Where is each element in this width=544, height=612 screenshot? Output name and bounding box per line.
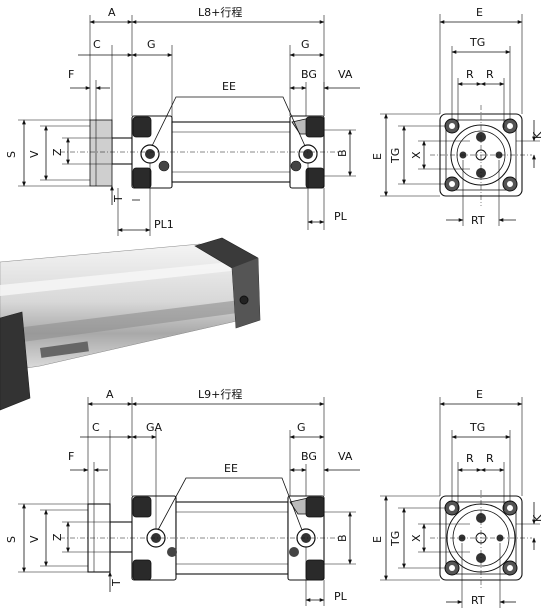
end-dim-RT-bottom: RT bbox=[471, 594, 485, 607]
dim-G-left: G bbox=[147, 38, 156, 51]
dim-PL1: PL1 bbox=[154, 218, 174, 231]
end-dim-TG-side-bottom: TG bbox=[389, 531, 402, 547]
dim-V-bottom: V bbox=[28, 535, 41, 543]
dim-VA-top: VA bbox=[338, 68, 353, 81]
dim-B-bottom: B bbox=[336, 534, 349, 542]
dim-B-top: B bbox=[336, 149, 349, 157]
end-dim-E-top: E bbox=[476, 6, 483, 19]
dim-G-bottom: G bbox=[297, 421, 306, 434]
dim-EE-top: EE bbox=[222, 80, 236, 93]
front-corner-block-top bbox=[132, 116, 152, 138]
dim-V-top: V bbox=[28, 150, 41, 158]
front-corner-block-bottom bbox=[132, 167, 152, 189]
dim-L8: L8+行程 bbox=[198, 6, 242, 19]
dim-PL-bottom: PL bbox=[334, 590, 348, 603]
end-dim-K-bottom: K bbox=[531, 514, 544, 522]
dim-PL-top: PL bbox=[334, 210, 348, 223]
piston-rod-bottom bbox=[109, 521, 133, 553]
end-dim-R1-bottom: R bbox=[466, 452, 474, 465]
dim-A-bottom: A bbox=[106, 388, 114, 401]
bottom-end-view bbox=[380, 397, 540, 608]
top-end-view bbox=[380, 14, 540, 226]
end-dim-E-side-top: E bbox=[371, 153, 384, 160]
end-dim-R1-top: R bbox=[466, 68, 474, 81]
dim-GA: GA bbox=[146, 421, 163, 434]
dim-S-bottom: S bbox=[5, 536, 18, 543]
cylinder-photo bbox=[0, 237, 261, 411]
dim-T-top: T bbox=[112, 195, 125, 203]
end-dim-X-bottom: X bbox=[410, 534, 423, 542]
end-dim-E-bottom: E bbox=[476, 388, 483, 401]
piston-rod bbox=[111, 137, 133, 165]
dim-Z-bottom: Z bbox=[51, 533, 64, 541]
dim-F-bottom: F bbox=[68, 450, 74, 463]
dim-EE-bottom: EE bbox=[224, 462, 238, 475]
end-dim-K-top: K bbox=[531, 131, 544, 139]
dim-A-top: A bbox=[108, 6, 116, 19]
dim-BG-top: BG bbox=[301, 68, 317, 81]
end-dim-RT-top: RT bbox=[471, 214, 485, 227]
dim-BG-bottom: BG bbox=[301, 450, 317, 463]
end-dim-R2-top: R bbox=[486, 68, 494, 81]
rod-end bbox=[89, 119, 113, 187]
dim-L9: L9+行程 bbox=[198, 388, 242, 401]
end-dim-R2-bottom: R bbox=[486, 452, 494, 465]
dim-F-top: F bbox=[68, 68, 74, 81]
end-dim-TG-bottom: TG bbox=[469, 421, 485, 434]
dim-C-bottom: C bbox=[92, 421, 100, 434]
end-dim-TG-side-top: TG bbox=[389, 148, 402, 164]
bottom-side-view bbox=[18, 397, 360, 606]
top-side-view bbox=[18, 15, 360, 236]
end-dim-E-side-bottom: E bbox=[371, 536, 384, 543]
dim-C-top: C bbox=[93, 38, 101, 51]
dim-Z-top: Z bbox=[51, 148, 64, 156]
dim-VA-bottom: VA bbox=[338, 450, 353, 463]
dim-G-right: G bbox=[301, 38, 310, 51]
dim-T-bottom: T bbox=[110, 579, 123, 587]
end-dim-X-top: X bbox=[410, 151, 423, 159]
dim-S-top: S bbox=[5, 151, 18, 158]
end-dim-TG-top: TG bbox=[469, 36, 485, 49]
